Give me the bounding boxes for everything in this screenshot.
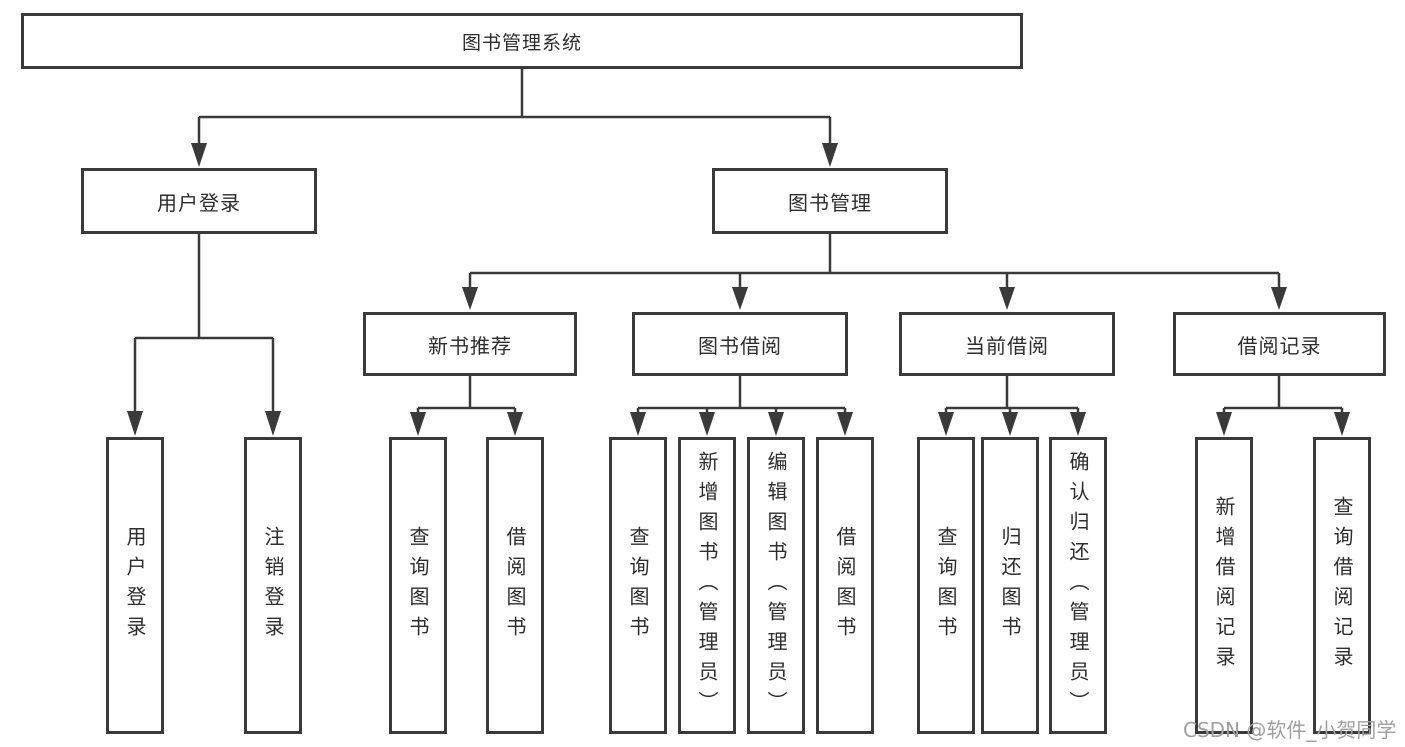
node-label: 借阅图书 xyxy=(503,525,527,646)
node-label: 确认归还（管理员） xyxy=(1066,450,1090,721)
node-leaf-query-books-3: 查询图书 xyxy=(917,437,975,734)
node-label: 查询图书 xyxy=(406,525,430,646)
node-label: 借阅图书 xyxy=(833,525,857,646)
node-current-borrowing: 当前借阅 xyxy=(899,312,1115,376)
node-library-management-system: 图书管理系统 xyxy=(21,13,1023,69)
node-label: 借阅记录 xyxy=(1237,333,1322,358)
node-leaf-add-borrow-record: 新增借阅记录 xyxy=(1195,437,1253,734)
node-leaf-user-login: 用户登录 xyxy=(106,437,164,734)
node-leaf-confirm-return-admin: 确认归还（管理员） xyxy=(1049,437,1107,734)
node-leaf-logout: 注销登录 xyxy=(244,437,302,734)
node-leaf-borrow-books-2: 借阅图书 xyxy=(816,437,874,734)
node-leaf-borrow-books-1: 借阅图书 xyxy=(486,437,544,734)
node-new-book-recommendation: 新书推荐 xyxy=(363,312,577,376)
node-label: 查询图书 xyxy=(934,525,958,646)
node-label: 用户登录 xyxy=(123,525,147,646)
node-book-management: 图书管理 xyxy=(712,168,948,234)
node-leaf-add-book-admin: 新增图书（管理员） xyxy=(678,437,736,734)
node-label: 归还图书 xyxy=(998,525,1022,646)
arrowheads xyxy=(127,143,1350,436)
node-label: 编辑图书（管理员） xyxy=(764,450,788,721)
node-leaf-return-book: 归还图书 xyxy=(981,437,1039,734)
node-label: 查询借阅记录 xyxy=(1330,495,1354,676)
node-label: 新增图书（管理员） xyxy=(695,450,719,721)
node-leaf-query-borrow-record: 查询借阅记录 xyxy=(1313,437,1371,734)
node-label: 用户登录 xyxy=(157,190,241,215)
node-label: 新书推荐 xyxy=(428,333,512,358)
node-leaf-query-books-2: 查询图书 xyxy=(609,437,667,734)
node-book-borrowing: 图书借阅 xyxy=(632,312,848,376)
node-user-login: 用户登录 xyxy=(81,168,317,234)
node-leaf-query-books-1: 查询图书 xyxy=(389,437,447,734)
node-label: 图书借阅 xyxy=(698,333,782,358)
csdn-watermark: CSDN @软件_小贺同学 xyxy=(1183,718,1397,742)
node-label: 图书管理系统 xyxy=(461,31,582,54)
node-label: 当前借阅 xyxy=(965,333,1049,358)
node-label: 查询图书 xyxy=(626,525,650,646)
node-label: 注销登录 xyxy=(261,525,285,646)
node-label: 图书管理 xyxy=(788,190,872,215)
node-leaf-edit-book-admin: 编辑图书（管理员） xyxy=(747,437,805,734)
node-label: 新增借阅记录 xyxy=(1212,495,1236,676)
node-borrowing-records: 借阅记录 xyxy=(1173,312,1386,376)
